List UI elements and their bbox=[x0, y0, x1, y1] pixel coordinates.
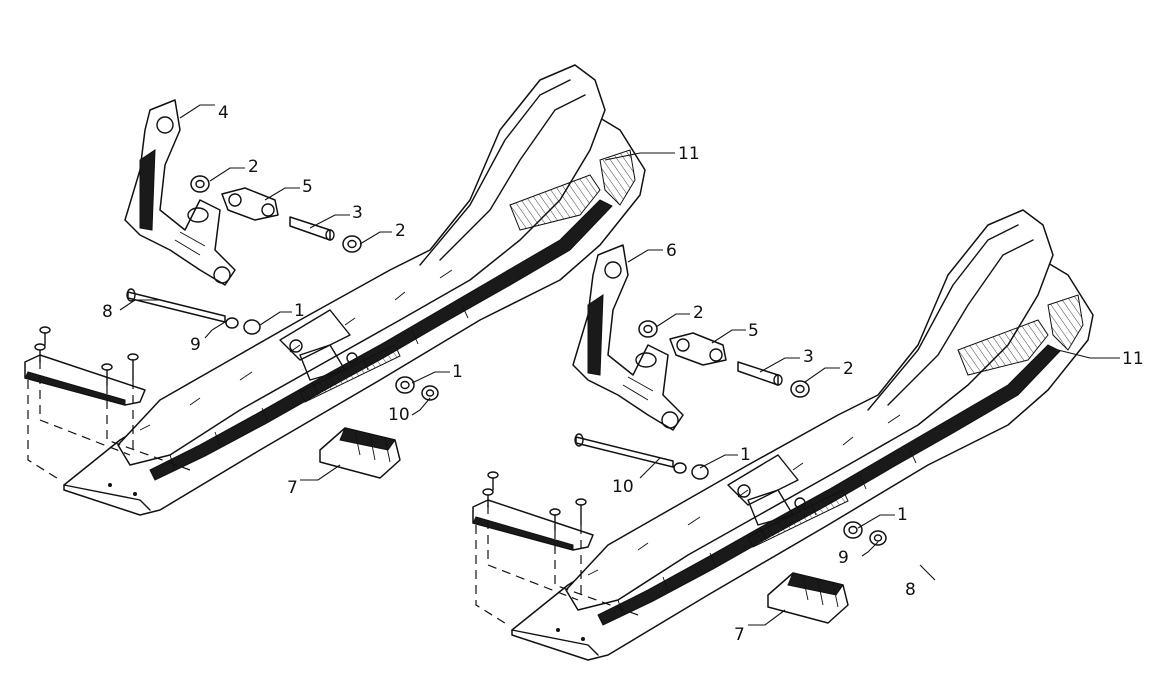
callout-3a: 3 bbox=[352, 203, 363, 223]
callout-labels: 4 2 5 3 2 11 8 1 9 1 10 7 6 2 5 3 2 11 1… bbox=[102, 103, 1144, 645]
callout-1d: 1 bbox=[897, 505, 908, 525]
callout-2a: 2 bbox=[248, 157, 259, 177]
callout-7b: 7 bbox=[734, 625, 745, 645]
callout-8a: 8 bbox=[102, 302, 113, 322]
callout-1c: 1 bbox=[740, 445, 751, 465]
callout-6: 6 bbox=[666, 241, 677, 261]
callout-5a: 5 bbox=[302, 177, 313, 197]
callout-10b: 10 bbox=[612, 477, 634, 497]
callout-2d: 2 bbox=[843, 359, 854, 379]
callout-2b: 2 bbox=[395, 221, 406, 241]
callout-5b: 5 bbox=[748, 321, 759, 341]
right-ski-assembly bbox=[472, 209, 1094, 661]
callout-8b: 8 bbox=[905, 580, 916, 600]
callout-11b: 11 bbox=[1122, 349, 1144, 369]
callout-2c: 2 bbox=[693, 303, 704, 323]
left-ski-assembly bbox=[24, 64, 646, 516]
callout-3b: 3 bbox=[803, 347, 814, 367]
callout-9b: 9 bbox=[838, 548, 849, 568]
callout-1b: 1 bbox=[452, 362, 463, 382]
callout-1a: 1 bbox=[294, 301, 305, 321]
callout-9a: 9 bbox=[190, 335, 201, 355]
callout-10a: 10 bbox=[388, 405, 410, 425]
callout-7a: 7 bbox=[287, 478, 298, 498]
callout-4: 4 bbox=[218, 103, 229, 123]
callout-11a: 11 bbox=[678, 144, 700, 164]
leader-lines bbox=[119, 104, 1120, 626]
